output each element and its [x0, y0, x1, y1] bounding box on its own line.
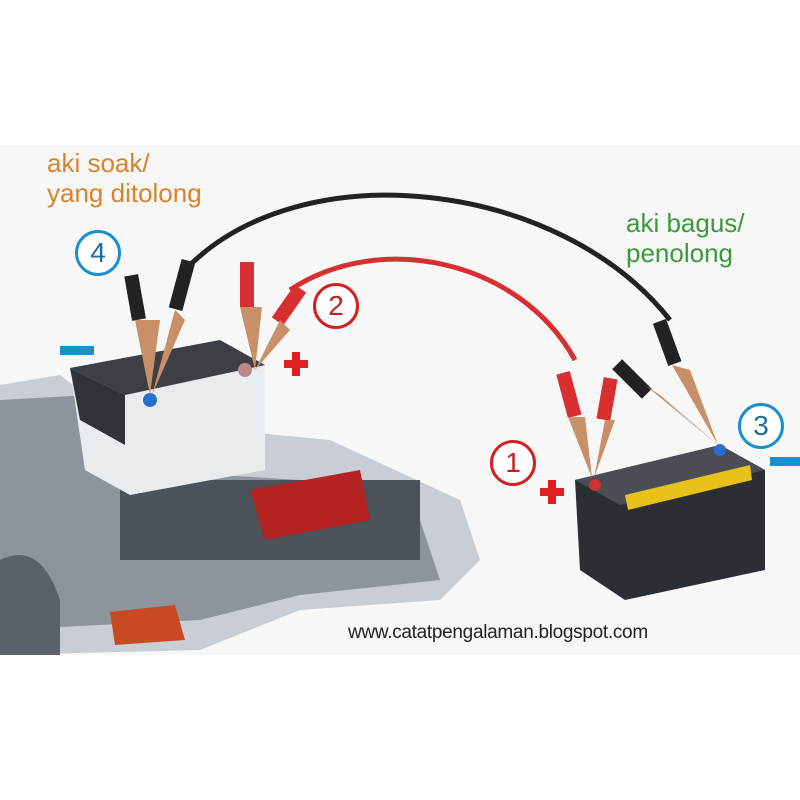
good-battery-label-line1: aki bagus/	[626, 208, 745, 238]
positive-cable	[288, 256, 578, 362]
engine-cover	[250, 470, 370, 540]
weak-negative-terminal	[143, 393, 157, 407]
weak-battery-label-line1: aki soak/	[47, 148, 150, 178]
headlight	[110, 605, 185, 645]
step-1-badge: 1	[490, 440, 536, 486]
good-battery	[575, 444, 765, 600]
step-3-badge: 3	[738, 403, 784, 449]
step-4-badge: 4	[75, 230, 121, 276]
negative-sign-icon-good	[770, 457, 800, 466]
positive-sign-icon-good	[540, 480, 564, 504]
clamp-4-negative	[124, 259, 196, 395]
good-negative-terminal	[714, 444, 726, 456]
good-battery-label-line2: penolong	[626, 238, 733, 268]
positive-sign-icon-weak	[284, 352, 308, 376]
watermark-url: www.catatpengalaman.blogspot.com	[348, 622, 648, 643]
weak-battery	[70, 340, 265, 495]
step-2-badge: 2	[313, 283, 359, 329]
good-positive-terminal	[589, 479, 601, 491]
clamp-1-positive	[556, 370, 618, 478]
negative-sign-icon-weak	[60, 346, 94, 355]
weak-positive-terminal	[238, 363, 252, 377]
battery-label	[625, 465, 752, 510]
good-battery-label: aki bagus/ penolong	[626, 208, 745, 268]
clamp-3-negative	[612, 318, 718, 445]
weak-battery-label-line2: yang ditolong	[47, 178, 202, 208]
weak-battery-label: aki soak/ yang ditolong	[47, 148, 202, 208]
car-illustration	[0, 375, 480, 655]
clamp-2-positive	[240, 262, 307, 370]
negative-cable	[183, 192, 672, 322]
